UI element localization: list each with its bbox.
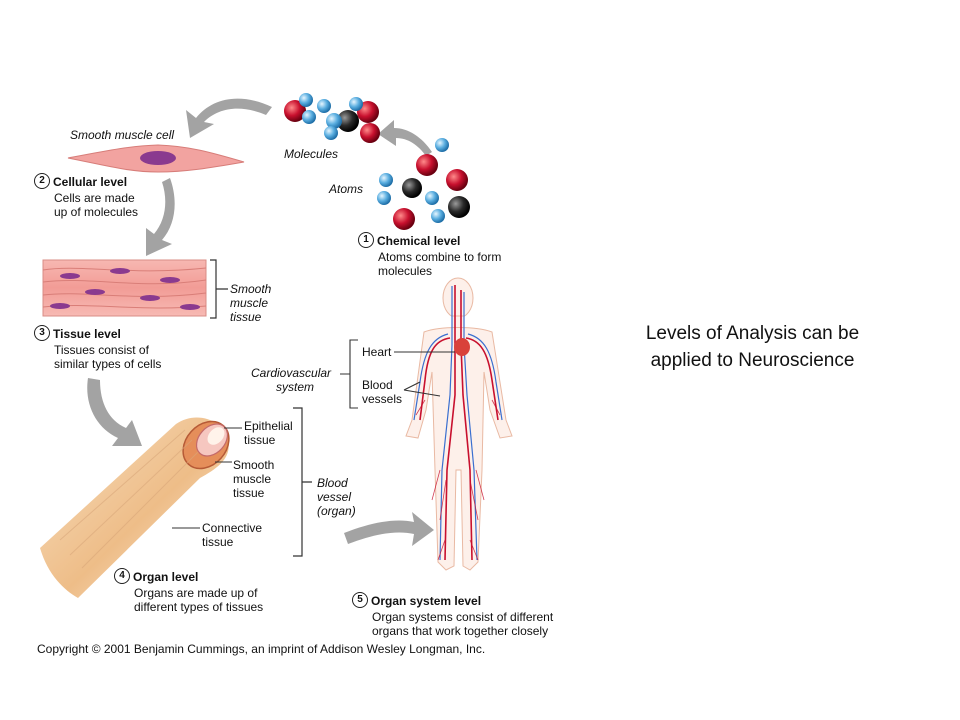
copyright-notice: Copyright © 2001 Benjamin Cummings, an i…: [37, 642, 486, 656]
level-desc-line: up of molecules: [54, 205, 139, 219]
label-line: vessel: [317, 490, 352, 504]
label-line: muscle: [230, 296, 269, 310]
level-desc-line: Atoms combine to form: [378, 250, 502, 264]
label-epithelial-tissue: Epithelial tissue: [244, 419, 293, 447]
label-organ-smooth-muscle-tissue: Smooth muscle tissue: [233, 458, 274, 500]
level-desc-line: Organ systems consist of different: [372, 610, 554, 624]
molecules-illustration: [284, 93, 380, 143]
level-desc-line: Cells are made: [54, 191, 135, 205]
label-line: Epithelial: [244, 419, 293, 433]
slide-caption: Levels of Analysis can be applied to Neu…: [600, 320, 905, 374]
level-desc-line: similar types of cells: [54, 357, 162, 371]
level-desc-line: Tissues consist of: [54, 343, 149, 357]
label-line: Cardiovascular: [251, 366, 332, 380]
level-number: 1: [358, 232, 374, 248]
level-title: Cellular level: [53, 175, 128, 189]
level-title: Organ level: [133, 570, 199, 584]
organ-leader-lines: [172, 427, 242, 529]
arrow-cell-to-tissue: [146, 178, 175, 256]
label-line: Smooth: [230, 282, 272, 296]
label-line: system: [276, 380, 315, 394]
label-line: Blood: [317, 476, 348, 490]
caption-line: applied to Neuroscience: [650, 350, 855, 371]
level-number: 5: [352, 592, 368, 608]
level-desc-line: different types of tissues: [134, 600, 264, 614]
level-number: 2: [34, 173, 50, 189]
label-cardiovascular-system: Cardiovascular system: [251, 366, 331, 394]
level-title: Organ system level: [371, 594, 482, 608]
label-line: tissue: [244, 433, 276, 447]
level-desc-line: molecules: [378, 264, 433, 278]
smooth-muscle-tissue-illustration: [42, 259, 207, 317]
label-blood-vessels: Blood vessels: [362, 378, 402, 406]
arrow-atoms-to-molecules: [378, 120, 432, 156]
label-connective-tissue: Connective tissue: [202, 521, 262, 549]
label-line: vessels: [362, 392, 403, 406]
level-number: 3: [34, 325, 50, 341]
label-line: tissue: [230, 310, 262, 324]
label-smooth-muscle-tissue: Smooth muscle tissue: [230, 282, 271, 324]
cardio-bracket-and-leaders: [340, 339, 455, 409]
arrow-organ-to-system: [344, 512, 434, 546]
label-line: Connective: [202, 521, 263, 535]
label-molecules: Molecules: [284, 147, 339, 161]
caption-line: Levels of Analysis can be: [645, 323, 860, 344]
arrow-tissue-to-organ: [87, 378, 142, 446]
human-cardiovascular-figure: [405, 277, 513, 571]
tissue-bracket: [210, 259, 228, 319]
label-atoms: Atoms: [329, 182, 364, 196]
flow-arrows: [87, 98, 434, 546]
label-line: muscle: [233, 472, 272, 486]
label-line: Smooth: [233, 458, 275, 472]
label-smooth-muscle-cell: Smooth muscle cell: [70, 128, 175, 142]
label-line: Blood: [362, 378, 393, 392]
arrow-molecules-to-cell: [186, 98, 272, 138]
label-heart: Heart: [362, 345, 392, 359]
atoms-illustration: [377, 138, 470, 230]
blood-vessel-illustration: [40, 417, 230, 598]
smooth-muscle-cell-illustration: [67, 144, 245, 173]
label-blood-vessel-organ: Blood vessel (organ): [317, 476, 356, 518]
label-line: tissue: [202, 535, 234, 549]
level-title: Tissue level: [53, 327, 121, 341]
label-line: (organ): [317, 504, 356, 518]
level-desc-line: Organs are made up of: [134, 586, 258, 600]
label-line: tissue: [233, 486, 265, 500]
level-number: 4: [114, 568, 130, 584]
level-title: Chemical level: [377, 234, 461, 248]
organ-bracket: [293, 407, 312, 557]
level-desc-line: organs that work together closely: [372, 624, 549, 638]
